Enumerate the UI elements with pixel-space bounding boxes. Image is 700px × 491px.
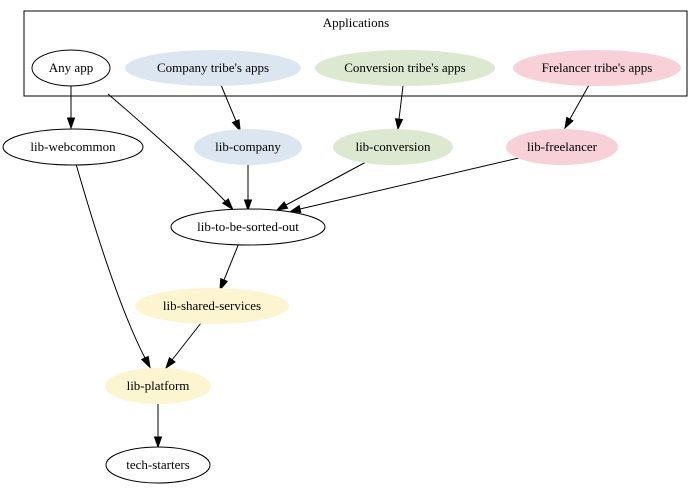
- edge-freelancer-apps-to-lib-freelancer: [564, 84, 590, 130]
- node-conversion-apps: Conversion tribe's apps: [315, 50, 495, 86]
- edges: [66, 84, 590, 449]
- edge-lib-platform-to-tech-starters: [153, 404, 163, 449]
- node-tech-starters-label: tech-starters: [126, 457, 190, 472]
- node-lib-webcommon: lib-webcommon: [2, 128, 144, 166]
- edge-lib-freelancer-to-lib-to-be-sorted-out: [289, 156, 524, 213]
- node-lib-platform-label: lib-platform: [127, 378, 190, 393]
- node-lib-shared-services-label: lib-shared-services: [163, 298, 261, 313]
- node-tech-starters: tech-starters: [105, 446, 211, 484]
- node-any-app-label: Any app: [49, 60, 93, 75]
- node-lib-company-label: lib-company: [215, 139, 281, 154]
- edge-conversion-apps-to-lib-conversion: [394, 85, 404, 131]
- node-freelancer-apps-label: Frelancer tribe's apps: [542, 60, 653, 75]
- node-lib-conversion: lib-conversion: [333, 129, 453, 165]
- node-lib-company: lib-company: [194, 129, 302, 165]
- edge-lib-company-to-lib-to-be-sorted-out: [243, 165, 253, 212]
- node-company-apps-label: Company tribe's apps: [157, 60, 269, 75]
- node-lib-freelancer: lib-freelancer: [506, 129, 618, 165]
- node-lib-webcommon-label: lib-webcommon: [30, 139, 116, 154]
- nodes: Any app Company tribe's apps Conversion …: [2, 49, 681, 484]
- applications-cluster: Applications: [23, 10, 688, 97]
- node-lib-conversion-label: lib-conversion: [355, 139, 431, 154]
- node-conversion-apps-label: Conversion tribe's apps: [344, 60, 466, 75]
- edge-any-app-to-lib-webcommon: [66, 86, 76, 130]
- edge-lib-to-be-sorted-out-to-lib-shared-services: [219, 242, 240, 292]
- applications-cluster-label: Applications: [323, 15, 389, 30]
- node-lib-to-be-sorted-out: lib-to-be-sorted-out: [170, 208, 326, 246]
- applications-cluster-border: [23, 10, 688, 97]
- node-lib-to-be-sorted-out-label: lib-to-be-sorted-out: [197, 219, 299, 234]
- edge-any-app-to-lib-to-be-sorted-out: [107, 93, 234, 211]
- node-any-app: Any app: [31, 49, 111, 87]
- edge-lib-webcommon-to-lib-platform: [75, 163, 151, 369]
- edge-company-apps-to-lib-company: [220, 84, 241, 133]
- node-company-apps: Company tribe's apps: [125, 50, 301, 86]
- node-lib-shared-services: lib-shared-services: [135, 288, 289, 324]
- edge-lib-conversion-to-lib-to-be-sorted-out: [275, 161, 367, 211]
- node-freelancer-apps: Frelancer tribe's apps: [513, 50, 681, 86]
- node-lib-platform: lib-platform: [105, 368, 211, 404]
- node-lib-freelancer-label: lib-freelancer: [527, 139, 598, 154]
- edge-lib-shared-services-to-lib-platform: [165, 322, 202, 370]
